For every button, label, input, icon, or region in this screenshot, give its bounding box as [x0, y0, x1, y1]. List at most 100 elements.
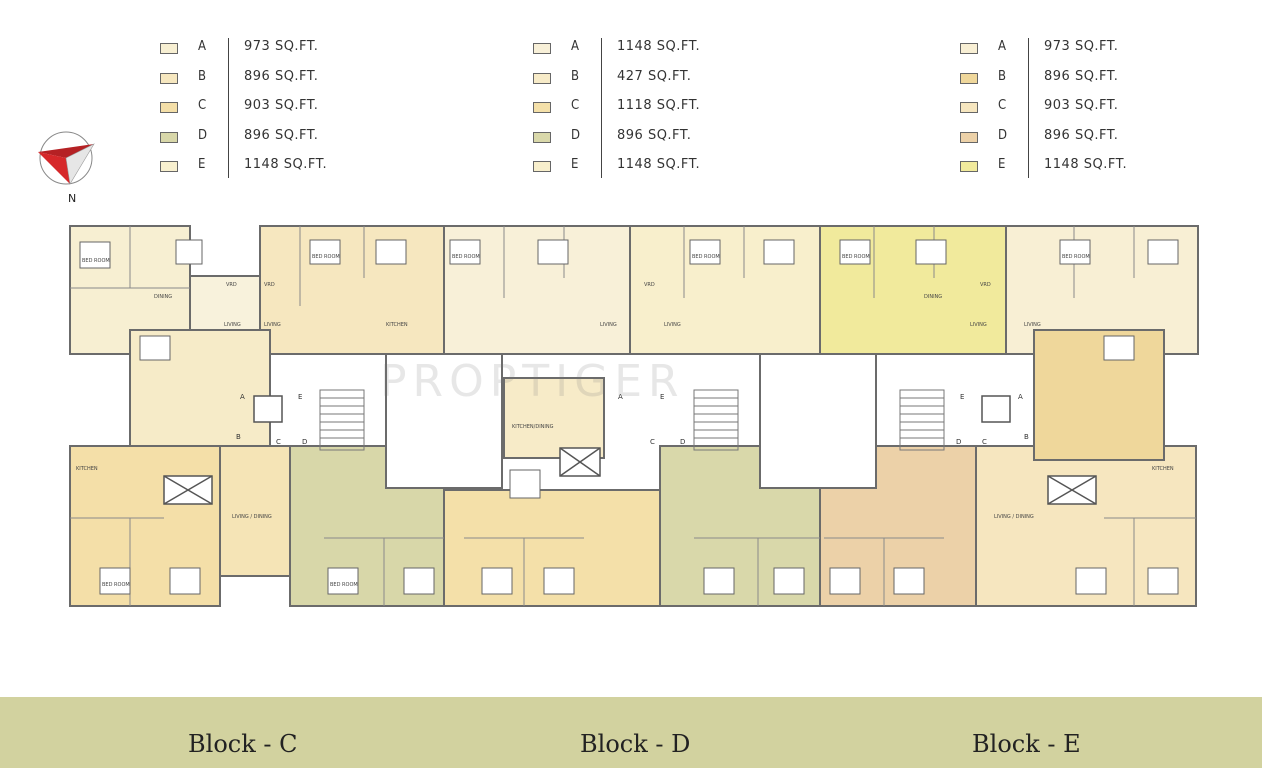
room-label: BED ROOM [82, 258, 110, 264]
legend-row: E 1148 SQ.FT. [960, 154, 1220, 184]
legend-swatch [160, 43, 178, 54]
legend-area: 427 SQ.FT. [617, 68, 692, 84]
legend-area: 1148 SQ.FT. [244, 157, 328, 172]
legend-swatch [160, 161, 178, 172]
legend-area: 896 SQ.FT. [244, 68, 319, 84]
room-label: VRD [264, 282, 275, 288]
legend-swatch [160, 131, 178, 143]
room-label: KITCHEN [386, 322, 408, 328]
flat-letter: A [618, 393, 623, 401]
room-label: BED ROOM [842, 254, 870, 260]
compass-north-label: N [68, 192, 76, 205]
legend-area: 896 SQ.FT. [1044, 68, 1119, 84]
room-label: BED ROOM [692, 254, 720, 260]
watermark: PROPTIGER [380, 356, 685, 407]
room-label: LIVING / DINING [994, 514, 1034, 520]
legend-row: B 896 SQ.FT. [960, 66, 1220, 96]
legend-row: D 896 SQ.FT. [160, 125, 420, 155]
flat-letter: C [650, 438, 655, 446]
legend-swatch [160, 102, 178, 113]
room-label: BED ROOM [1062, 254, 1090, 260]
flat-letter: B [236, 433, 241, 441]
floor-plan: BED ROOM BED ROOM BED ROOM BED ROOM BED … [69, 225, 1199, 607]
legend-swatch [960, 102, 978, 113]
legend-row: B 427 SQ.FT. [533, 66, 793, 96]
legend-row: E 1148 SQ.FT. [160, 154, 420, 184]
room-label: DINING [924, 294, 942, 300]
legend-letter: A [998, 39, 1006, 54]
legend-swatch [960, 131, 978, 143]
legend-swatch [160, 72, 178, 84]
legend-letter: D [998, 127, 1008, 143]
flat-letter: C [276, 438, 281, 446]
legend-swatch [533, 131, 551, 143]
room-label: KITCHEN [1152, 466, 1174, 472]
flat-letter: B [1024, 433, 1029, 441]
legend-letter: E [198, 157, 206, 172]
flat-letter: C [982, 438, 987, 446]
room-label: LIVING / DINING [232, 514, 272, 520]
room-label: KITCHEN [76, 466, 98, 472]
legend-letter: D [198, 127, 208, 143]
legend-letter: B [198, 68, 207, 84]
legend-swatch [533, 102, 551, 113]
legend-letter: C [198, 98, 207, 113]
legend-letter: C [998, 98, 1007, 113]
legend-swatch [533, 43, 551, 54]
flat-e-c [259, 225, 445, 355]
legend-row: D 896 SQ.FT. [533, 125, 793, 155]
room-label: BED ROOM [330, 582, 358, 588]
flat-letter: E [660, 393, 664, 401]
legend-divider [1028, 38, 1029, 178]
legend-letter: B [571, 68, 580, 84]
room-label: LIVING [970, 322, 987, 328]
flat-letter: D [302, 438, 307, 446]
legend-letter: A [571, 39, 579, 54]
room-label: LIVING [264, 322, 281, 328]
footer-bar [0, 697, 1262, 768]
room-label: VRD [980, 282, 991, 288]
legend-letter: E [998, 157, 1006, 172]
legend-area: 1148 SQ.FT. [617, 157, 701, 172]
room-label: LIVING [1024, 322, 1041, 328]
flat-letter: A [1018, 393, 1023, 401]
legend-letter: E [571, 157, 579, 172]
block-c-label: Block - C [188, 730, 298, 758]
legend-row: E 1148 SQ.FT. [533, 154, 793, 184]
legend-row: C 903 SQ.FT. [160, 95, 420, 125]
block-d-label: Block - D [580, 730, 691, 758]
legend-area: 1148 SQ.FT. [617, 39, 701, 54]
legend-area: 973 SQ.FT. [1044, 39, 1119, 54]
room-label: BED ROOM [102, 582, 130, 588]
legend-area: 1148 SQ.FT. [1044, 157, 1128, 172]
room-label: KITCHEN/DINING [512, 424, 554, 430]
legend-area: 973 SQ.FT. [244, 39, 319, 54]
legend-row: D 896 SQ.FT. [960, 125, 1220, 155]
legend-row: B 896 SQ.FT. [160, 66, 420, 96]
flat-letter: D [680, 438, 685, 446]
legend-area: 903 SQ.FT. [244, 98, 319, 113]
room-label: LIVING [224, 322, 241, 328]
room-label: VRD [644, 282, 655, 288]
legend-letter: D [571, 127, 581, 143]
legend-divider [228, 38, 229, 178]
legend-letter: B [998, 68, 1007, 84]
legend-area: 896 SQ.FT. [617, 127, 692, 143]
room-label: LIVING [600, 322, 617, 328]
room-label: BED ROOM [312, 254, 340, 260]
legend-area: 896 SQ.FT. [1044, 127, 1119, 143]
flat-letter: E [298, 393, 302, 401]
flat-letter: A [240, 393, 245, 401]
legend-swatch [533, 161, 551, 172]
legend-letter: C [571, 98, 580, 113]
legend-swatch [960, 43, 978, 54]
compass-icon: N [38, 131, 95, 205]
room-label: VRD [226, 282, 237, 288]
legend-area: 896 SQ.FT. [244, 127, 319, 143]
room-label: LIVING [664, 322, 681, 328]
block-e-label: Block - E [972, 730, 1081, 758]
